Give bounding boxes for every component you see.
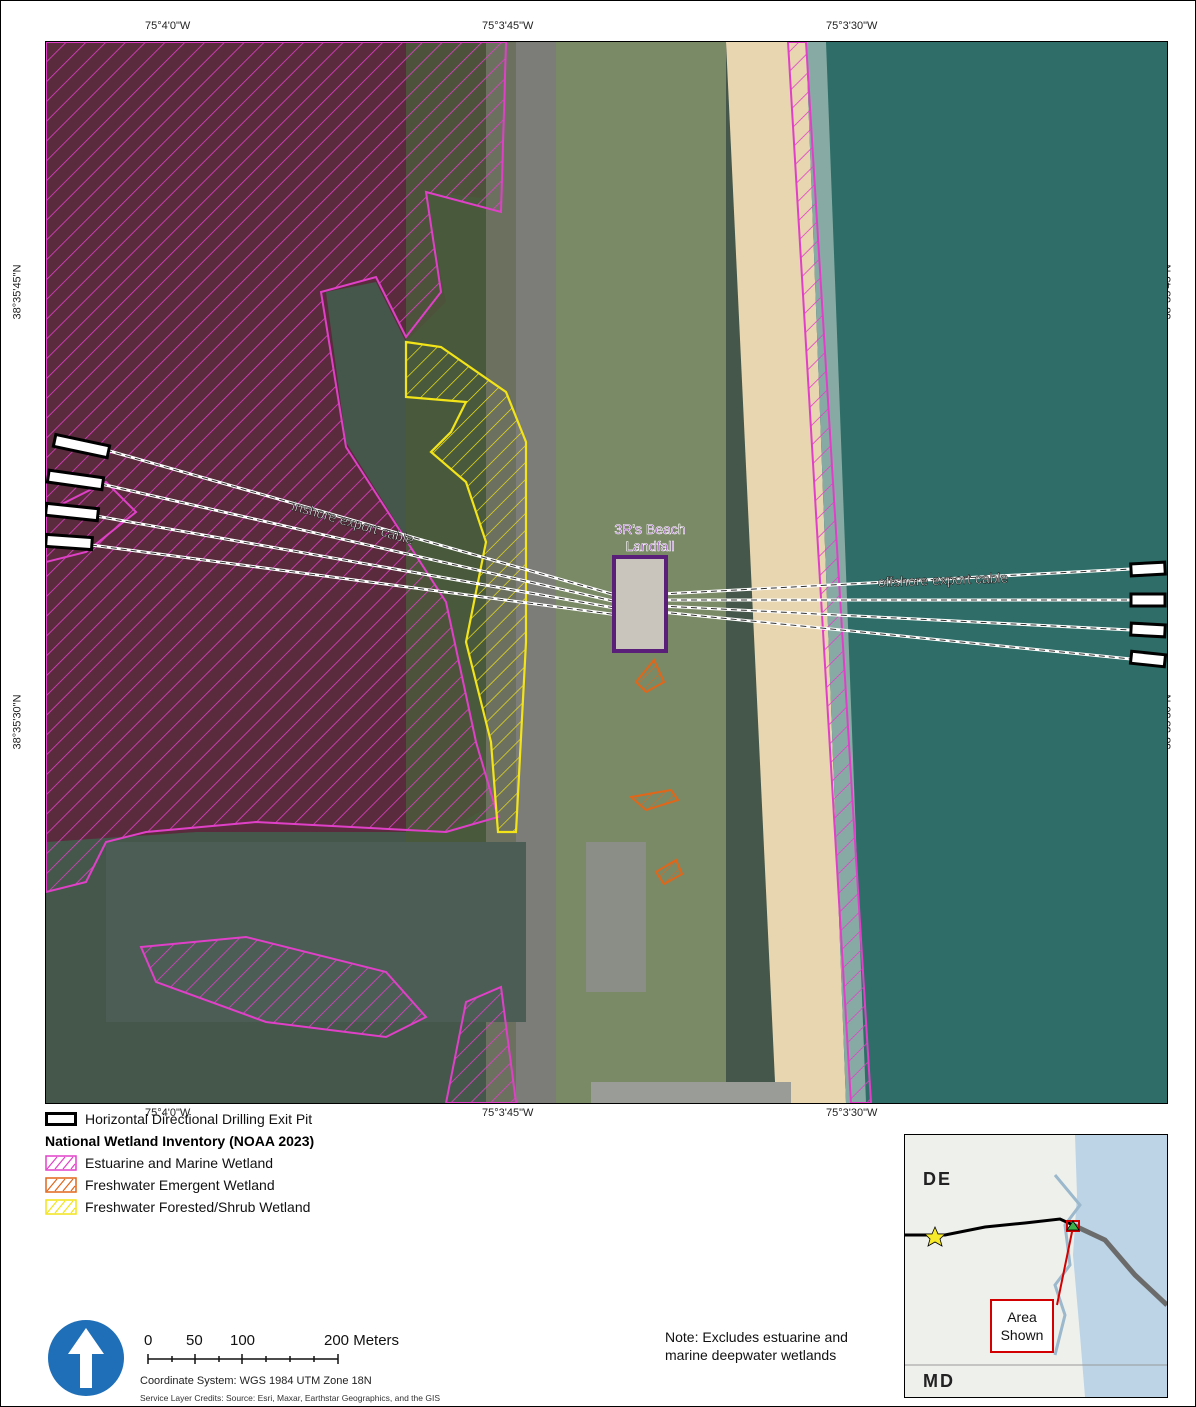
- lat-tick-left-2: 38°35'30"N: [11, 694, 24, 750]
- estuarine-wetland-beach: [786, 42, 873, 1103]
- forested-shrub-wetland: [404, 340, 528, 834]
- inset-state-de: DE: [923, 1169, 953, 1189]
- hdd-exit-pits-west: [46, 432, 112, 552]
- lon-tick-top-1: 75°4'0"W: [145, 20, 191, 32]
- note: Note: Excludes estuarine and marine deep…: [665, 1328, 895, 1364]
- inset-state-md: MD: [923, 1371, 955, 1391]
- scale-label-100: 100: [230, 1332, 256, 1349]
- inset-leader-line: [1056, 1226, 1074, 1306]
- ocean: [806, 42, 1167, 1103]
- pit-swatch: [45, 1112, 77, 1126]
- hdd-exit-pits-east: [1128, 560, 1167, 669]
- lon-tick-bottom-1: 75°4'0"W: [145, 1107, 191, 1119]
- scale-label-50: 50: [186, 1332, 203, 1349]
- area-shown-line2: Shown: [1000, 1327, 1044, 1343]
- legend-label-emergent: Freshwater Emergent Wetland: [85, 1177, 275, 1193]
- emergent-wetland-2: [628, 788, 680, 812]
- lon-tick-bottom-3: 75°3'30"W: [826, 1107, 878, 1119]
- estuarine-wetland-south: [139, 935, 428, 1039]
- star-icon: [924, 1225, 946, 1247]
- estuarine-wetland-main: [46, 42, 508, 894]
- inset-offshore-route: [1071, 1222, 1167, 1307]
- map-view[interactable]: inshore export cable offshore export cab…: [45, 41, 1168, 1104]
- legend-item-estuarine: Estuarine and Marine Wetland: [45, 1152, 525, 1174]
- north-arrow-icon: [48, 1320, 124, 1396]
- note-line1: Note: Excludes estuarine and: [665, 1329, 848, 1345]
- emergent-wetland-1: [634, 658, 666, 694]
- legend-label-forested: Freshwater Forested/Shrub Wetland: [85, 1199, 311, 1215]
- map-canvas: inshore export cable offshore export cab…: [46, 42, 1167, 1103]
- lon-tick-bottom-2: 75°3'45"W: [482, 1107, 534, 1119]
- scale-label-0: 0: [144, 1332, 153, 1349]
- inset-canvas: [905, 1135, 1167, 1397]
- note-line2: marine deepwater wetlands: [665, 1347, 837, 1363]
- triangle-marker-icon: [1066, 1220, 1080, 1231]
- legend-item-forested: Freshwater Forested/Shrub Wetland: [45, 1196, 525, 1218]
- legend-label-estuarine: Estuarine and Marine Wetland: [85, 1155, 274, 1171]
- emergent-swatch: [45, 1177, 77, 1193]
- legend: Horizontal Directional Drilling Exit Pit…: [45, 1108, 525, 1218]
- parking-area: [586, 842, 646, 992]
- buildings-south: [591, 1082, 791, 1103]
- lon-tick-top-2: 75°3'45"W: [482, 20, 534, 32]
- inset-coastline: [1053, 1174, 1082, 1356]
- legend-item-emergent: Freshwater Emergent Wetland: [45, 1174, 525, 1196]
- legend-title-nwi: National Wetland Inventory (NOAA 2023): [45, 1133, 315, 1149]
- offshore-cable-label: offshore export cable: [878, 569, 1009, 590]
- lon-tick-top-3: 75°3'30"W: [826, 20, 878, 32]
- inset-ocean: [1073, 1135, 1167, 1397]
- estuarine-swatch: [45, 1155, 77, 1171]
- landfall-label-line2: Landfall: [625, 538, 674, 554]
- legend-item-pit: Horizontal Directional Drilling Exit Pit: [45, 1108, 525, 1130]
- lat-tick-left-1: 38°35'45"N: [11, 264, 24, 320]
- service-credits: Service Layer Credits: Source: Esri, Max…: [140, 1393, 440, 1403]
- area-shown-line1: Area: [1007, 1309, 1037, 1325]
- landfall-site: [612, 555, 668, 653]
- emergent-wetland-3: [654, 858, 684, 886]
- scale-ruler: [147, 1354, 339, 1364]
- scale-labels: 0 50 100 200 Meters: [140, 1332, 560, 1352]
- inshore-export-cables-dash: [90, 449, 627, 617]
- forested-swatch: [45, 1199, 77, 1215]
- offshore-export-cables-dash: [660, 568, 1132, 660]
- scale-label-200: 200 Meters: [324, 1332, 400, 1349]
- estuarine-wetland-southeast: [444, 985, 518, 1103]
- scale-bar: 0 50 100 200 Meters Coordinate System: W…: [140, 1332, 560, 1403]
- area-shown-box: Area Shown: [990, 1299, 1054, 1353]
- landfall-label-line1: 3R's Beach: [614, 521, 685, 537]
- legend-label-pit: Horizontal Directional Drilling Exit Pit: [85, 1111, 313, 1127]
- inset-map[interactable]: DE MD Area Shown: [904, 1134, 1168, 1398]
- coordinate-system: Coordinate System: WGS 1984 UTM Zone 18N: [140, 1375, 372, 1387]
